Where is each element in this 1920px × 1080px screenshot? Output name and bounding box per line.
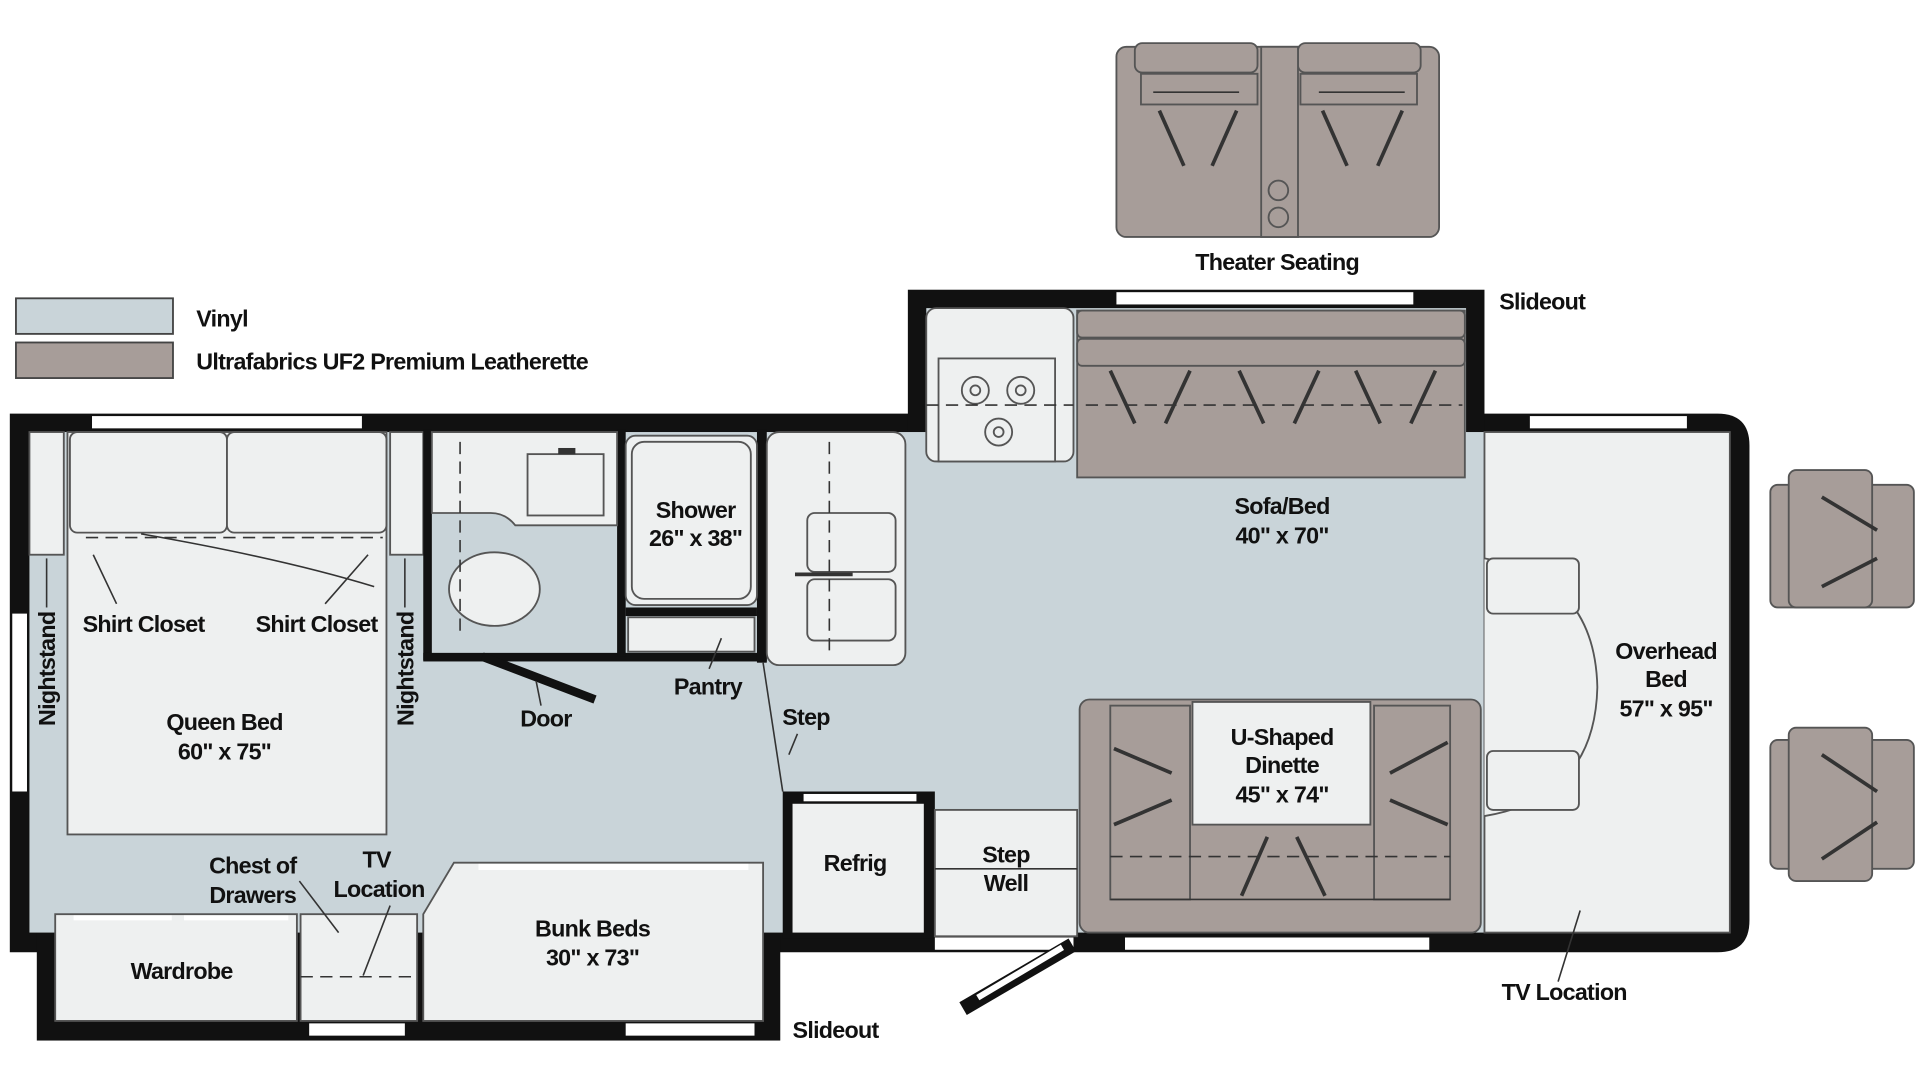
chest-of-drawers-label-2: Drawers — [209, 882, 296, 908]
toilet — [448, 551, 541, 627]
theater-seating-label: Theater Seating — [1195, 249, 1359, 275]
sofa-bed: Sofa/Bed 40" x 70" — [1076, 309, 1466, 549]
entry-door[interactable] — [959, 938, 1076, 1016]
bunk-beds-label: Bunk Beds — [535, 915, 650, 941]
legend: Vinyl Ultrafabrics UF2 Premium Leatheret… — [15, 297, 589, 379]
kitchen: Step — [762, 307, 1075, 792]
pantry — [627, 616, 756, 653]
sofa-bed-label: Sofa/Bed — [1234, 493, 1329, 519]
dinette-label-2: Dinette — [1245, 752, 1320, 778]
step-well-label-2: Well — [984, 870, 1029, 896]
refrig-label: Refrig — [824, 850, 887, 876]
dinette-label-1: U-Shaped — [1231, 724, 1334, 750]
shower-size: 26" x 38" — [649, 525, 742, 551]
shower-label: Shower — [656, 497, 736, 523]
nightstand-left-label: Nightstand — [34, 612, 60, 726]
wardrobe — [54, 913, 298, 1022]
windows — [12, 292, 1687, 1036]
tv-location-cab-label: TV Location — [1502, 979, 1627, 1005]
nightstand-right-label: Nightstand — [392, 612, 418, 726]
step-label: Step — [782, 704, 830, 730]
tv-location-label-1: TV — [362, 847, 391, 873]
slideout-top-label: Slideout — [1499, 288, 1586, 314]
cab-chairs — [1769, 469, 1915, 882]
overhead-bed-label-2: Bed — [1645, 666, 1687, 692]
wardrobe-label: Wardrobe — [131, 958, 234, 984]
legend-label-leatherette: Ultrafabrics UF2 Premium Leatherette — [196, 348, 588, 374]
queen-bed-size: 60" x 75" — [178, 739, 271, 765]
u-shaped-dinette: U-Shaped Dinette 45" x 74" — [1078, 698, 1482, 934]
legend-swatch-leatherette — [15, 341, 174, 379]
overhead-bed-label-1: Overhead — [1615, 638, 1717, 664]
slideout-bottom-label: Slideout — [793, 1017, 880, 1043]
bedroom: Shirt Closet Shirt Closet Nightstand Nig… — [28, 431, 425, 836]
bunk-beds-size: 30" x 73" — [546, 945, 639, 971]
pantry-label: Pantry — [674, 674, 743, 700]
legend-label-vinyl: Vinyl — [196, 306, 248, 332]
sofa-bed-size: 40" x 70" — [1235, 523, 1328, 549]
tv-location-label-2: Location — [333, 876, 424, 902]
shirt-closet-right-label: Shirt Closet — [256, 611, 379, 637]
dinette-table — [1191, 701, 1372, 826]
door-label: Door — [520, 705, 572, 731]
bottom-slideout: Chest of Drawers TV Location Wardrobe Bu… — [54, 847, 765, 1022]
bathroom: Shower 26" x 38" Door Pantry — [423, 429, 767, 731]
step-well: Step Well — [933, 808, 1079, 950]
shirt-closet-left-label: Shirt Closet — [83, 611, 206, 637]
queen-bed-label: Queen Bed — [166, 709, 282, 735]
step-well-label-1: Step — [982, 842, 1030, 868]
dinette-size: 45" x 74" — [1235, 782, 1328, 808]
overhead-bed-area: Overhead Bed 57" x 95" TV Location — [1483, 431, 1731, 1005]
bunk-beds — [422, 861, 765, 1022]
legend-swatch-vinyl — [15, 297, 174, 335]
bathroom-door — [480, 652, 597, 704]
refrigerator: Refrig — [782, 791, 935, 939]
kitchen-sink — [806, 512, 897, 573]
overhead-bed-size: 57" x 95" — [1619, 696, 1712, 722]
theater-seating: Theater Seating — [1115, 42, 1440, 275]
chest-of-drawers-label-1: Chest of — [209, 853, 297, 879]
